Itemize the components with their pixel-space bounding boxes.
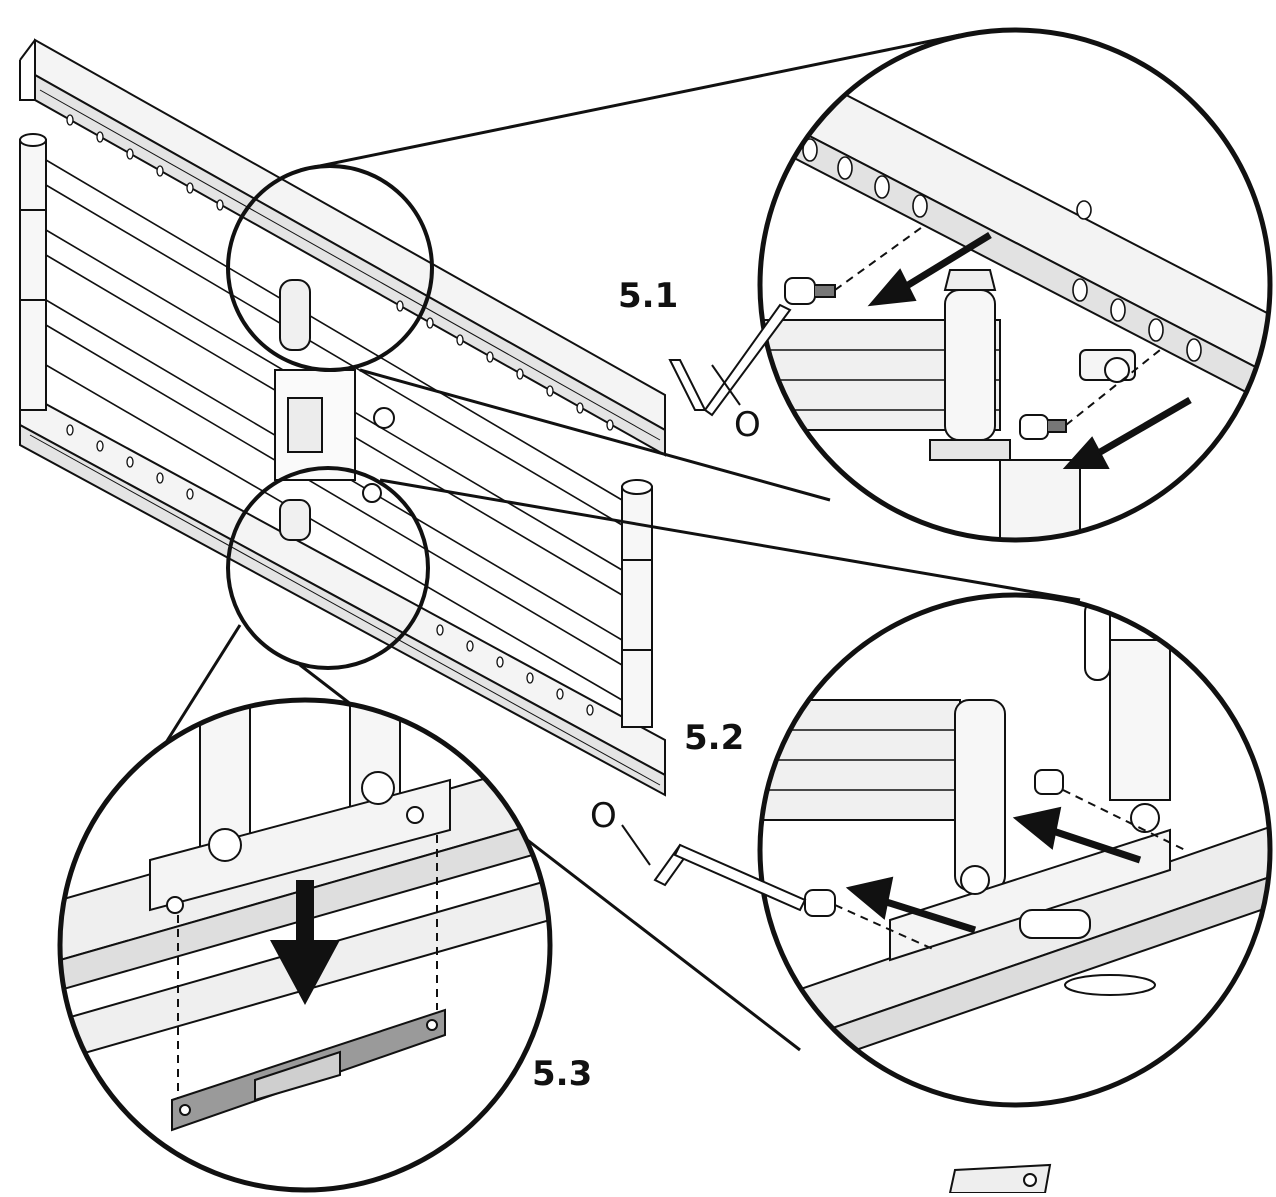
zoom-connectors [153, 33, 1081, 1052]
rail-holes [66, 114, 614, 716]
hex-key-icon [621, 824, 807, 912]
bottom-rail [19, 388, 666, 797]
main-assembly [19, 38, 666, 797]
callout-hex-key-2: O [590, 796, 617, 836]
step-label-5-3: 5.3 [532, 1054, 593, 1094]
detail-5-3 [57, 697, 553, 1193]
arrow-icon [270, 880, 340, 1005]
cover-plate [171, 1008, 446, 1132]
detail-5-2 [757, 592, 1273, 1108]
top-rail [19, 38, 666, 457]
magnifier-bottom [226, 466, 430, 670]
partial-illustration [948, 1163, 1052, 1194]
arrow-icon [845, 806, 1142, 934]
arrow-icon [867, 232, 1192, 469]
left-pole [19, 133, 47, 411]
screw-icon [784, 224, 926, 305]
screw-icon [804, 889, 936, 951]
callout-hex-key-1: O [734, 405, 761, 445]
screw-icon [1019, 349, 1161, 440]
screw-icon [1034, 769, 1186, 851]
step-label-5-1: 5.1 [618, 276, 679, 316]
right-pole [621, 479, 653, 728]
step-label-5-2: 5.2 [684, 718, 745, 758]
detail-5-1 [757, 27, 1273, 543]
center-bracket [274, 279, 395, 541]
magnifier-top [226, 164, 434, 372]
hex-key-icon [668, 303, 792, 417]
